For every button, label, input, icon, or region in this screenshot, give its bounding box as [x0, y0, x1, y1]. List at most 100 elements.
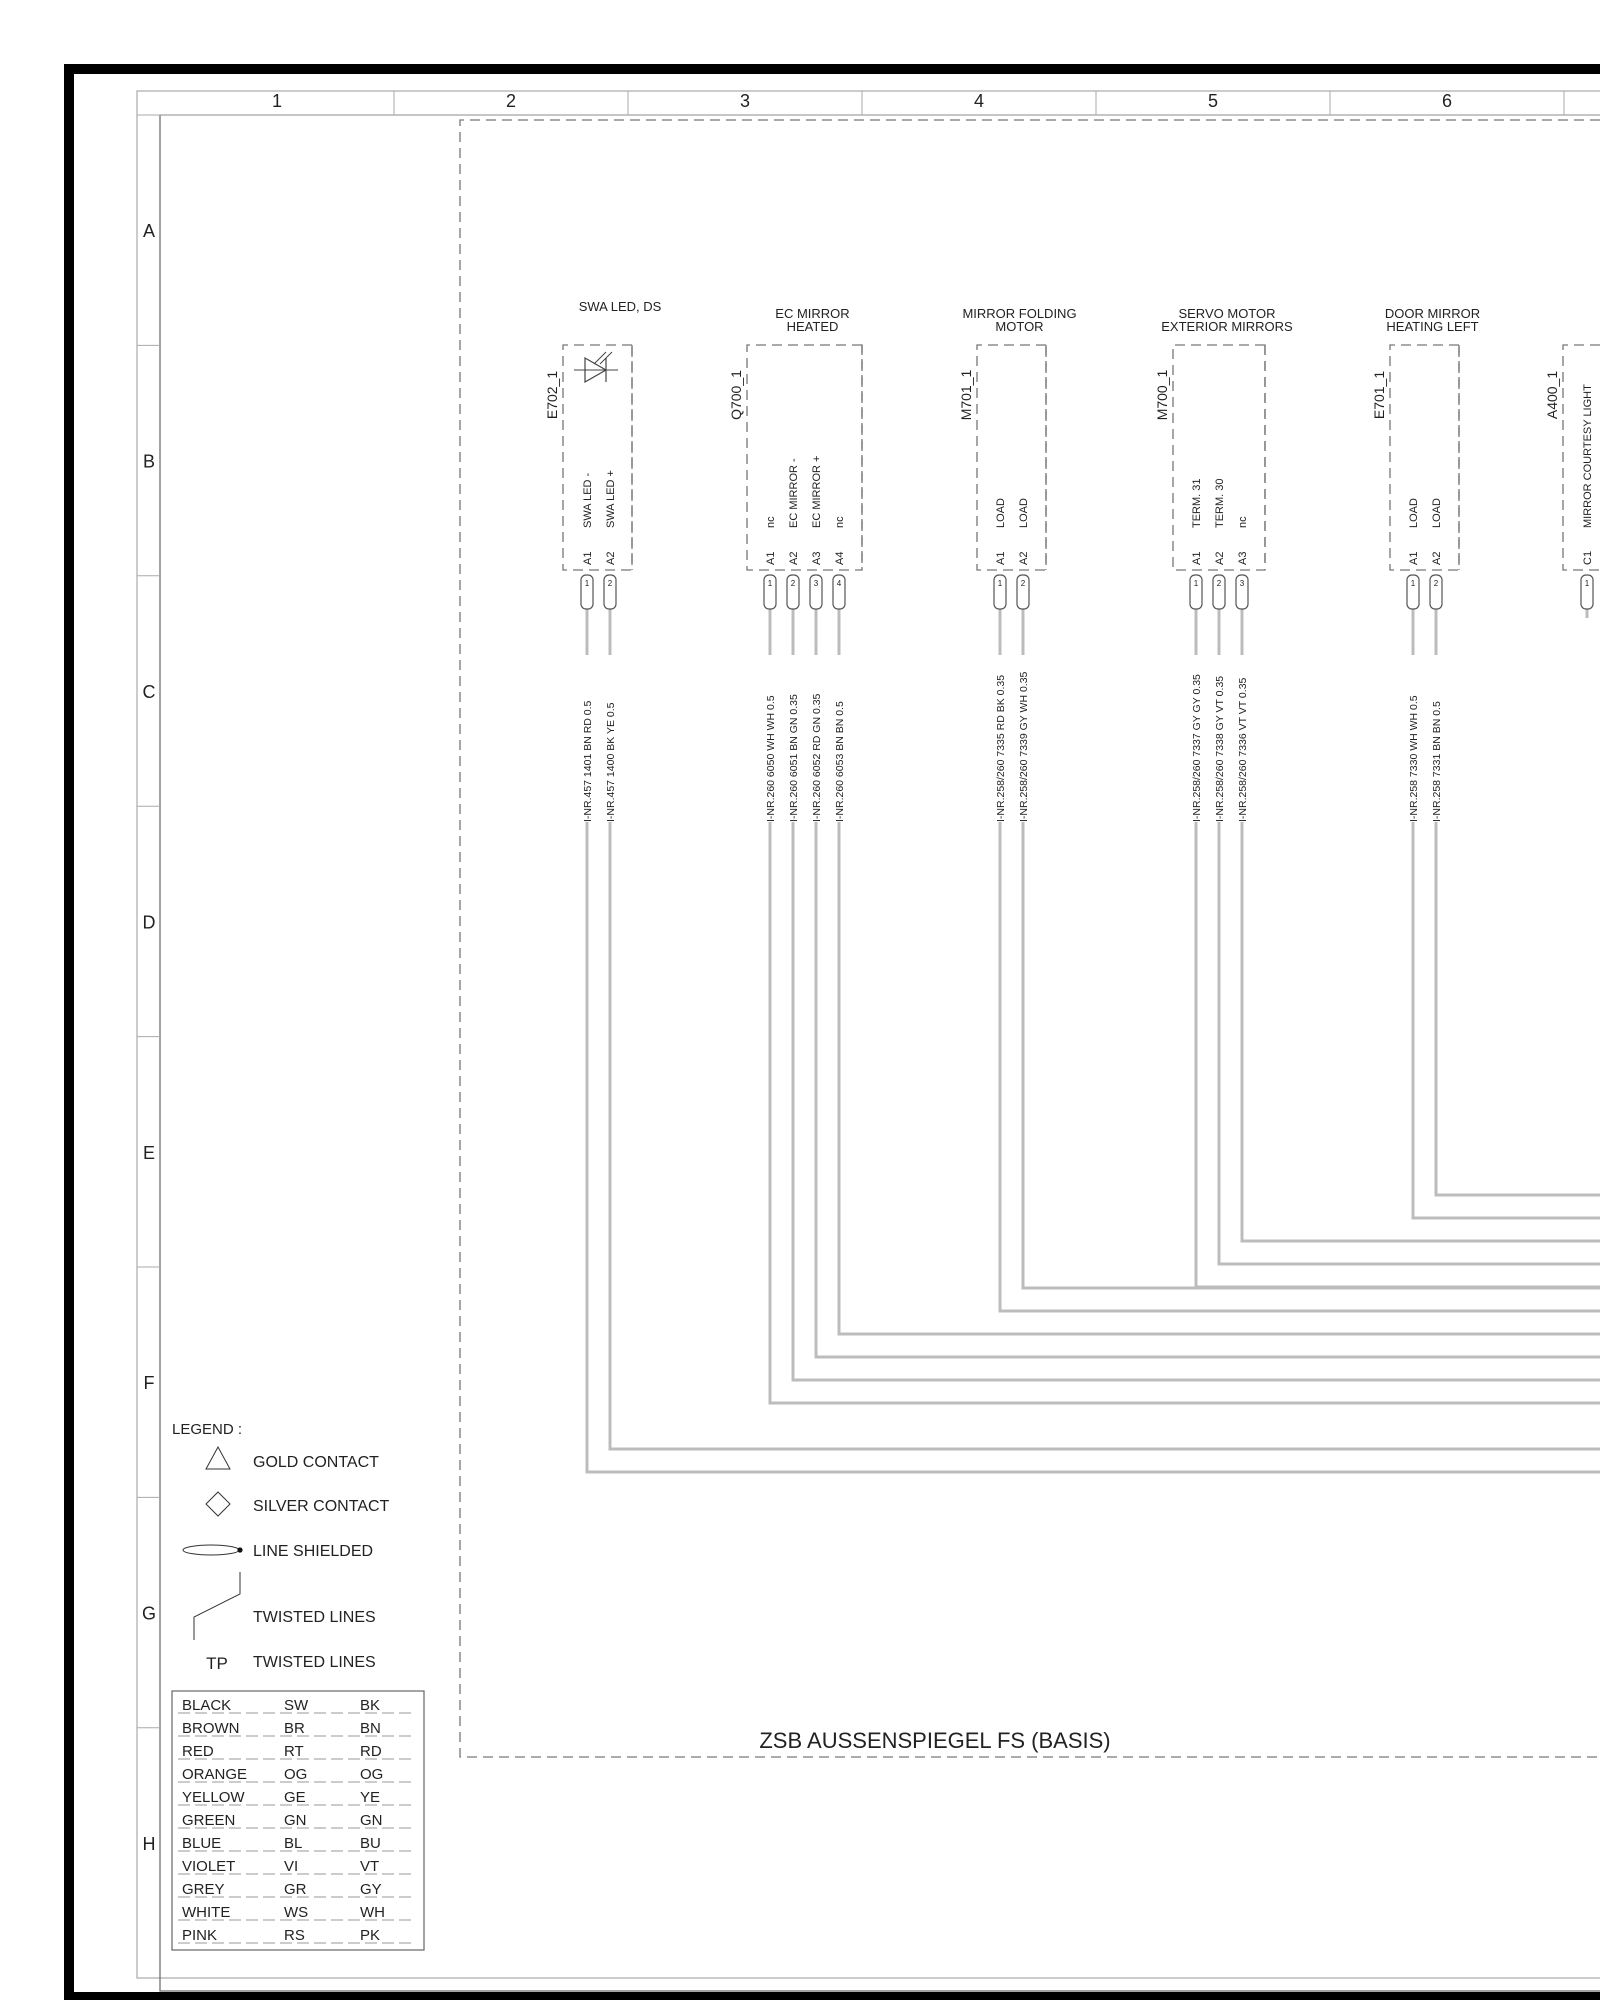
- pin-name: A2: [605, 552, 617, 565]
- pin-name: A2: [788, 552, 800, 565]
- wire-label: I-NR.258/260 7339 GY WH 0.35: [1018, 671, 1030, 822]
- component-title: HEATING LEFT: [1386, 319, 1478, 334]
- pin-name: A1: [1191, 552, 1203, 565]
- color-table-frame: [171, 1690, 425, 1951]
- color-code-en: PK: [360, 1927, 380, 1944]
- wire-route: [1021, 609, 1600, 1290]
- wire-label: I-NR.258/260 7335 RD BK 0.35: [995, 675, 1007, 822]
- color-code-en: VT: [360, 1858, 379, 1875]
- legend-label: LINE SHIELDED: [253, 1543, 373, 1560]
- assembly-boundary: [459, 119, 1600, 1758]
- row-label: C: [143, 682, 156, 702]
- pin-connector: [786, 574, 800, 610]
- legend-label: GOLD CONTACT: [253, 1454, 379, 1471]
- pin-name: A2: [1018, 552, 1030, 565]
- column-label: 5: [1208, 91, 1218, 111]
- color-code-en: BN: [360, 1720, 381, 1737]
- pin-function: nc: [834, 516, 846, 528]
- tp-label: TP: [206, 1654, 228, 1673]
- triangle-icon: [205, 1445, 231, 1470]
- component-ref: E701_1: [1371, 371, 1387, 419]
- pin-connector: [832, 574, 846, 610]
- component-title: SERVO MOTOR: [1178, 306, 1275, 321]
- wire-route: [1240, 609, 1600, 1243]
- color-name: PINK: [182, 1927, 217, 1944]
- color-code-de: GE: [284, 1789, 306, 1806]
- pin-name: A4: [834, 552, 846, 565]
- wire-label: I-NR.457 1400 BK YE 0.5: [605, 702, 617, 822]
- component-box: [562, 344, 633, 571]
- pin-function: SWA LED -: [582, 472, 594, 528]
- wire-route: [768, 609, 1600, 1405]
- pin-connector: [580, 574, 594, 610]
- pin-function: EC MIRROR +: [811, 456, 823, 528]
- component-box: [1562, 344, 1600, 571]
- component-title: EC MIRROR: [775, 306, 849, 321]
- pin-connector: [1212, 574, 1226, 610]
- pin-name: A1: [765, 552, 777, 565]
- color-code-de: RS: [284, 1927, 305, 1944]
- wire-label: I-NR.260 6053 BN BN 0.5: [834, 701, 846, 822]
- color-code-de: OG: [284, 1766, 307, 1783]
- pin-number: 1: [768, 579, 773, 588]
- color-name: ORANGE: [182, 1766, 247, 1783]
- component-ref: A400_1: [1544, 371, 1560, 419]
- pin-function: EC MIRROR -: [788, 458, 800, 528]
- shield-dot: [237, 1547, 243, 1553]
- pin-connector: [1580, 574, 1594, 610]
- pin-function: TERM. 31: [1191, 478, 1203, 528]
- diamond-icon: [205, 1491, 231, 1517]
- legend-label: SILVER CONTACT: [253, 1498, 390, 1515]
- wire-route: [1434, 609, 1600, 1197]
- pin-number: 2: [1021, 579, 1026, 588]
- wire-label: I-NR.258 7330 WH WH 0.5: [1408, 695, 1420, 822]
- wire-label: I-NR.258/260 7338 GY VT 0.35: [1214, 676, 1226, 822]
- color-name: BLACK: [182, 1697, 231, 1714]
- color-code-en: WH: [360, 1904, 385, 1921]
- wire-route: [1411, 609, 1600, 1220]
- pin-number: 4: [837, 579, 842, 588]
- wire-routes: [585, 609, 1600, 1474]
- wire-route: [1217, 609, 1600, 1266]
- row-label: H: [143, 1834, 156, 1854]
- component-ref: M700_1: [1154, 369, 1170, 420]
- color-code-en: BK: [360, 1697, 380, 1714]
- pin-function: LOAD: [1018, 498, 1030, 528]
- column-label: 6: [1442, 91, 1452, 111]
- row-label: B: [143, 452, 155, 472]
- component-ref: E702_1: [544, 371, 560, 419]
- pin-name: A1: [995, 552, 1007, 565]
- pin-number: 1: [585, 579, 590, 588]
- ellipse-shape: [182, 1544, 240, 1556]
- pin-function: LOAD: [995, 498, 1007, 528]
- column-label: 1: [272, 91, 282, 111]
- pin-number: 3: [1240, 579, 1245, 588]
- color-name: VIOLET: [182, 1858, 235, 1875]
- pin-connector: [763, 574, 777, 610]
- pin-connector: [1235, 574, 1249, 610]
- component-title: HEATED: [787, 319, 839, 334]
- color-name: YELLOW: [182, 1789, 245, 1806]
- row-label: E: [143, 1143, 155, 1163]
- component-title: MOTOR: [995, 319, 1043, 334]
- led-diode-icon: [574, 351, 618, 384]
- wire-label: I-NR.258/260 7337 GY GY 0.35: [1191, 674, 1203, 822]
- component-title: MIRROR FOLDING: [962, 306, 1076, 321]
- wire-route: [814, 609, 1600, 1359]
- color-code-de: SW: [284, 1697, 309, 1714]
- color-code-de: GN: [284, 1812, 307, 1829]
- wire-label: I-NR.260 6052 RD GN 0.35: [811, 693, 823, 822]
- color-code-de: VI: [284, 1858, 298, 1875]
- column-label: 2: [506, 91, 516, 111]
- pin-name: A1: [1408, 552, 1420, 565]
- twisted-shape: [193, 1572, 241, 1640]
- color-code-en: GY: [360, 1881, 382, 1898]
- pin-connector: [809, 574, 823, 610]
- color-code-en: BU: [360, 1835, 381, 1852]
